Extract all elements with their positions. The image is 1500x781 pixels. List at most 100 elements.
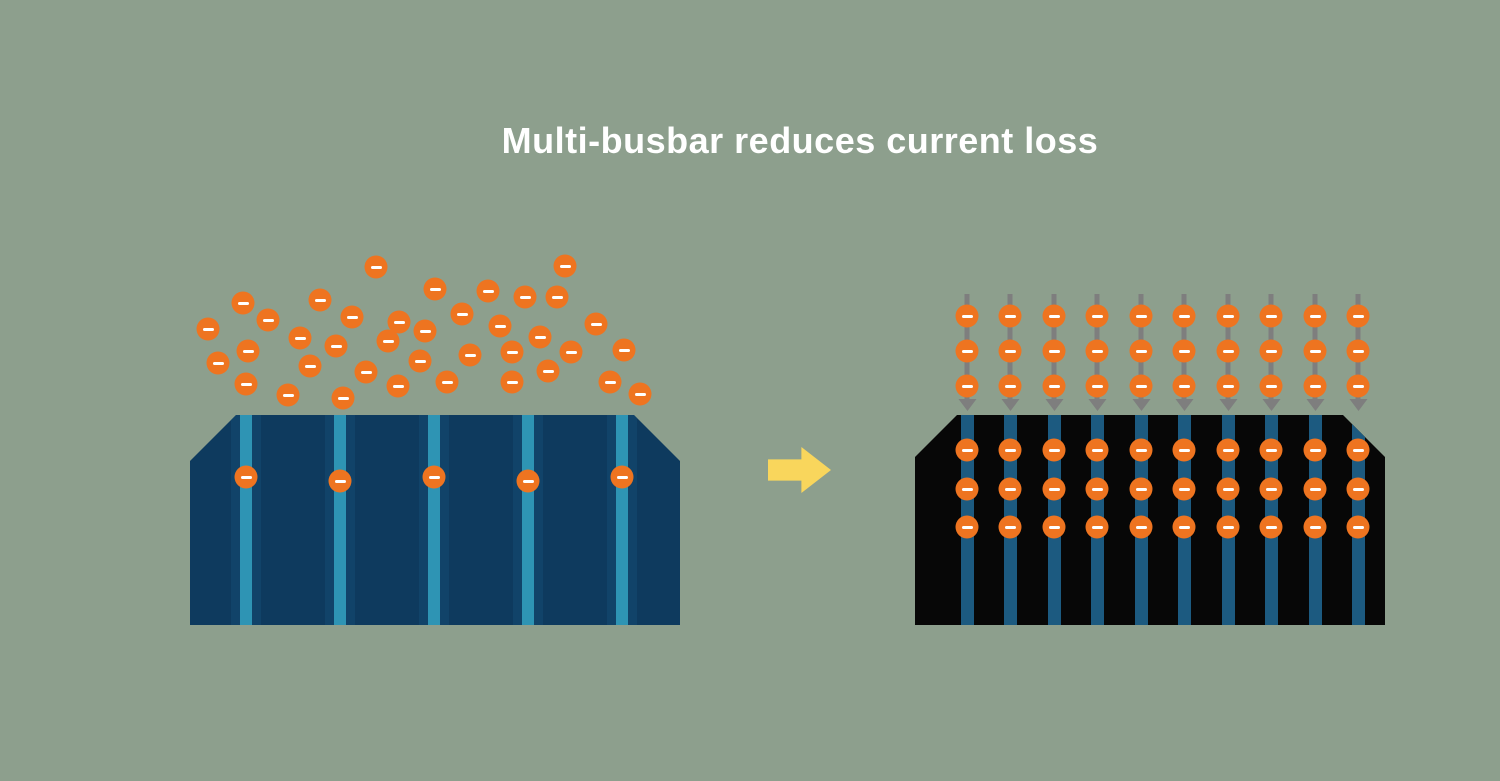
- electron-icon: [1259, 515, 1283, 539]
- electron-icon: [1259, 374, 1283, 398]
- electron-icon: [458, 343, 482, 367]
- electron-icon: [1259, 438, 1283, 462]
- electron-icon: [1216, 438, 1240, 462]
- electron-icon: [955, 374, 979, 398]
- electron-icon: [500, 370, 524, 394]
- electron-icon: [435, 370, 459, 394]
- electron-icon: [196, 317, 220, 341]
- electron-icon: [386, 374, 410, 398]
- electron-icon: [364, 255, 388, 279]
- electron-icon: [998, 438, 1022, 462]
- electron-icon: [545, 285, 569, 309]
- electron-icon: [408, 349, 432, 373]
- electron-icon: [998, 304, 1022, 328]
- electron-icon: [1172, 477, 1196, 501]
- electron-icon: [955, 304, 979, 328]
- electron-icon: [1303, 304, 1327, 328]
- electron-icon: [998, 515, 1022, 539]
- electron-icon: [234, 372, 258, 396]
- electron-icon: [1085, 339, 1109, 363]
- electron-icon: [1346, 304, 1370, 328]
- electron-icon: [513, 285, 537, 309]
- left-solar-cell: [190, 415, 680, 625]
- electron-icon: [1216, 374, 1240, 398]
- electron-icon: [450, 302, 474, 326]
- electron-icon: [298, 354, 322, 378]
- electron-icon: [1172, 304, 1196, 328]
- electron-icon: [1129, 438, 1153, 462]
- electron-icon: [1042, 374, 1066, 398]
- electron-icon: [1259, 304, 1283, 328]
- electron-icon: [955, 515, 979, 539]
- electron-icon: [1346, 374, 1370, 398]
- electron-icon: [553, 254, 577, 278]
- busbar: [616, 415, 628, 625]
- electron-icon: [628, 382, 652, 406]
- electron-icon: [955, 339, 979, 363]
- electron-icon: [1259, 339, 1283, 363]
- electron-icon: [422, 465, 446, 489]
- electron-icon: [354, 360, 378, 384]
- electron-icon: [1303, 374, 1327, 398]
- electron-icon: [584, 312, 608, 336]
- electron-icon: [998, 339, 1022, 363]
- electron-icon: [1346, 515, 1370, 539]
- electron-icon: [1216, 477, 1240, 501]
- electron-icon: [1303, 438, 1327, 462]
- electron-icon: [1172, 339, 1196, 363]
- electron-icon: [340, 305, 364, 329]
- electron-icon: [476, 279, 500, 303]
- busbar: [428, 415, 440, 625]
- electron-icon: [234, 465, 258, 489]
- electron-icon: [1085, 438, 1109, 462]
- electron-icon: [488, 314, 512, 338]
- electron-icon: [1085, 515, 1109, 539]
- electron-icon: [955, 438, 979, 462]
- electron-icon: [1346, 438, 1370, 462]
- electron-icon: [1216, 304, 1240, 328]
- electron-icon: [1085, 374, 1109, 398]
- busbar: [522, 415, 534, 625]
- electron-icon: [288, 326, 312, 350]
- electron-icon: [206, 351, 230, 375]
- electron-icon: [1042, 339, 1066, 363]
- electron-icon: [387, 310, 411, 334]
- electron-icon: [1129, 304, 1153, 328]
- electron-icon: [559, 340, 583, 364]
- electron-icon: [1129, 515, 1153, 539]
- electron-icon: [1216, 339, 1240, 363]
- electron-icon: [328, 469, 352, 493]
- electron-icon: [1129, 339, 1153, 363]
- electron-icon: [376, 329, 400, 353]
- electron-icon: [1129, 477, 1153, 501]
- electron-icon: [598, 370, 622, 394]
- electron-icon: [256, 308, 280, 332]
- electron-icon: [1042, 515, 1066, 539]
- diagram-title: Multi-busbar reduces current loss: [501, 120, 1099, 161]
- electron-icon: [331, 386, 355, 410]
- busbar: [240, 415, 252, 625]
- electron-icon: [1172, 515, 1196, 539]
- electron-icon: [500, 340, 524, 364]
- electron-icon: [1303, 477, 1327, 501]
- electron-icon: [1042, 477, 1066, 501]
- electron-icon: [308, 288, 332, 312]
- electron-icon: [1303, 515, 1327, 539]
- busbar: [334, 415, 346, 625]
- electron-icon: [1346, 477, 1370, 501]
- electron-icon: [1303, 339, 1327, 363]
- electron-icon: [324, 334, 348, 358]
- electron-icon: [1042, 438, 1066, 462]
- electron-icon: [1172, 374, 1196, 398]
- electron-icon: [536, 359, 560, 383]
- electron-icon: [236, 339, 260, 363]
- electron-icon: [1085, 477, 1109, 501]
- electron-icon: [610, 465, 634, 489]
- electron-icon: [612, 338, 636, 362]
- electron-icon: [1172, 438, 1196, 462]
- electron-icon: [1259, 477, 1283, 501]
- transition-arrow-icon: [768, 447, 831, 493]
- electron-icon: [1042, 304, 1066, 328]
- electron-icon: [423, 277, 447, 301]
